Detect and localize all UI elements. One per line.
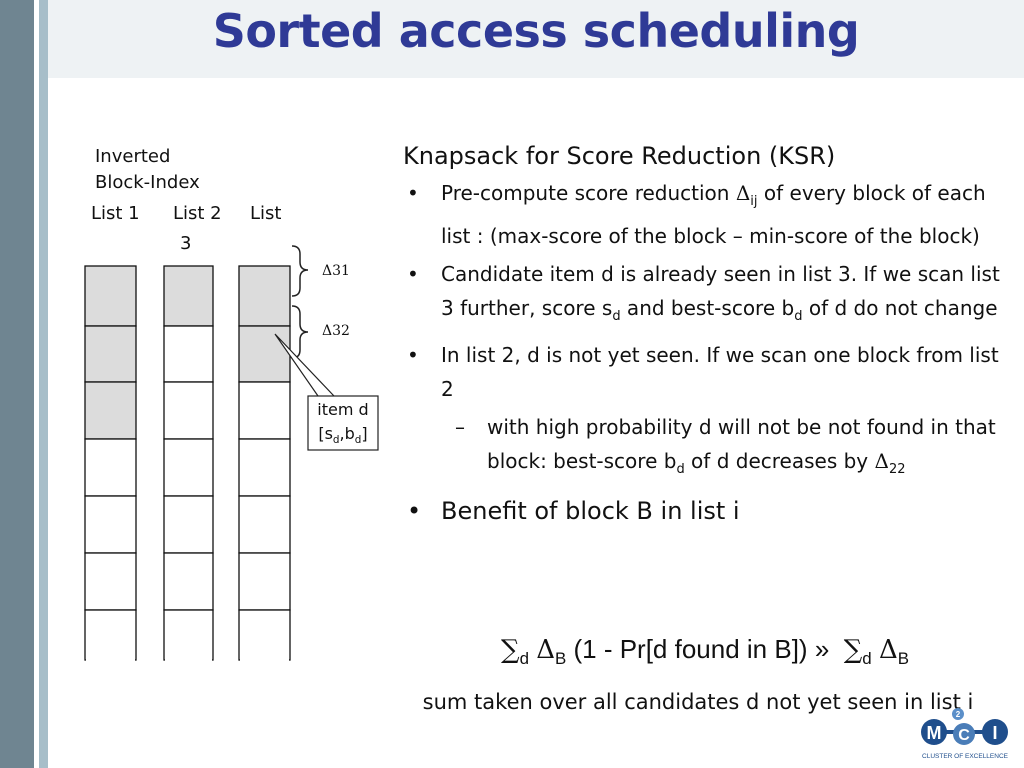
list-label-3-number: 3 [180,233,192,254]
slide-title: Sorted access scheduling [212,4,860,58]
list2-block-3 [163,381,214,440]
bullet-text-2: Candidate item d is already seen in list… [441,262,1000,324]
bullet-item: • Candidate item d is already seen in li… [403,257,1003,334]
bullet-dot: • [407,262,419,286]
title-band [48,0,1024,78]
bullet-dot: • [407,497,422,525]
sub-bullet-dash: – [455,415,465,439]
formula-note: sum taken over all candidates d not yet … [422,690,974,714]
mmci-logo: M C I 2 CLUSTER OF EXCELLENCE [921,708,1009,760]
list-label-1: List 1 [91,203,140,224]
sub-bullet-text: with high probability d will not be not … [487,415,996,477]
list1-block-3 [84,381,137,440]
list3-block-6 [238,552,291,611]
list1-block-1 [84,265,137,327]
callout-box [307,395,379,451]
logo-letter-i: I [992,723,997,743]
list-label-2: List 2 [173,203,222,224]
bullet-item: • Benefit of block B in list i [403,491,1003,531]
benefit-formula: ∑d ΔB (1 - Pr[d found in B]) » ∑d ΔB [501,634,909,669]
left-accent-stripe [39,0,48,768]
bullet-text-3: In list 2, d is not yet seen. If we scan… [441,343,999,401]
list1-block-7 [84,609,137,661]
bullet-text-1: Pre-compute score reduction Δij of every… [441,181,986,248]
list2-block-6 [163,552,214,611]
list3-block-7 [238,609,291,661]
list1-block-4 [84,438,137,497]
list3-block-3 [238,381,291,440]
list3-block-2 [238,325,291,383]
brace-delta32 [291,305,309,359]
callout-pointer [274,333,335,397]
list1-block-5 [84,495,137,554]
diagram-caption-line2: Block-Index [95,172,200,193]
callout-line2: [sd,bd] [318,424,368,447]
list3-block-4 [238,438,291,497]
bullet-dot: • [407,181,419,205]
delta32-label: Δ32 [322,323,350,339]
list-label-3: List [250,203,282,224]
list1-block-6 [84,552,137,611]
list2-block-7 [163,609,214,661]
list3-block-5 [238,495,291,554]
list1-block-2 [84,325,137,383]
inverted-index-diagram [84,245,379,661]
logo-superscript: 2 [956,710,961,719]
sub-bullet-item: – with high probability d will not be no… [403,410,1003,487]
list2-block-1 [163,265,214,327]
logo-letter-m: M [927,723,942,743]
list2-block-5 [163,495,214,554]
content-heading: Knapsack for Score Reduction (KSR) [403,142,836,170]
bullet-dot: • [407,343,419,367]
list2-block-4 [163,438,214,497]
logo-letter-c: C [958,727,970,744]
logo-tagline: CLUSTER OF EXCELLENCE [922,753,1009,760]
bullet-item: • Pre-compute score reduction Δij of eve… [403,176,1003,253]
diagram-caption-line1: Inverted [95,146,171,167]
delta31-label: Δ31 [322,263,350,279]
list3-block-1 [238,265,291,327]
bullet-text-big: Benefit of block B in list i [441,497,740,525]
list2-block-2 [163,325,214,383]
bullet-item: • In list 2, d is not yet seen. If we sc… [403,338,1003,406]
content-area: Knapsack for Score Reduction (KSR) • Pre… [403,138,1003,535]
brace-delta31 [291,245,309,297]
left-accent-bar [0,0,34,768]
callout-line1: item d [317,400,369,419]
